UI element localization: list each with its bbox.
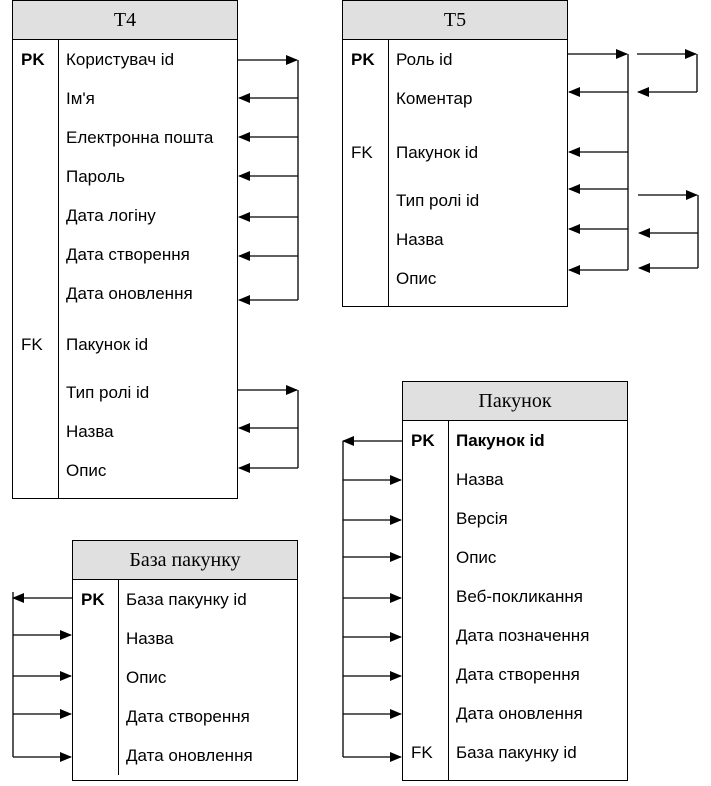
t4-field-title: Назва [66, 422, 114, 441]
t5-field-title: Назва [396, 230, 444, 249]
table-t4-title: T4 [13, 1, 237, 40]
t4-field-updated-date: Дата оновлення [66, 284, 193, 303]
package-field-version: Версія [456, 509, 508, 528]
package-field-updated-date: Дата оновлення [456, 704, 583, 723]
table-package: Пакунок [402, 381, 628, 781]
package-field-created-date: Дата створення [456, 665, 580, 684]
t4-pk-label: PK [21, 50, 45, 69]
package-pk-label: PK [411, 431, 435, 450]
package-field-web-link: Веб-покликання [456, 587, 583, 606]
t4-field-password: Пароль [66, 167, 125, 186]
table-t4: T4 [12, 0, 238, 499]
t4-field-user-id: Користувач id [66, 50, 175, 69]
table-package-title: Пакунок [403, 382, 627, 421]
t4-fk-label: FK [21, 335, 43, 354]
package-base-field-description: Опис [126, 668, 167, 687]
table-t5: T5 [342, 0, 568, 307]
t5-field-package-id: Пакунок id [396, 143, 479, 162]
t5-field-comment: Коментар [396, 89, 473, 108]
table-package-base: База пакунку [72, 540, 298, 781]
t4-field-login-date: Дата логіну [66, 206, 156, 225]
t5-fk-label: FK [351, 143, 373, 162]
t4-field-package-id: Пакунок id [66, 335, 149, 354]
t5-field-description: Опис [396, 269, 437, 288]
package-base-field-title: Назва [126, 629, 174, 648]
t4-field-name: Ім'я [66, 89, 95, 108]
table-t5-title: T5 [343, 1, 567, 40]
table-package-base-key-divider [118, 579, 119, 775]
package-fk-label: FK [411, 743, 433, 762]
package-field-title: Назва [456, 470, 504, 489]
t4-field-role-type-id: Тип ролі id [66, 383, 150, 402]
table-t4-key-divider [58, 39, 59, 498]
package-base-field-created-date: Дата створення [126, 707, 250, 726]
t4-field-email: Електронна пошта [66, 128, 214, 147]
t5-pk-label: PK [351, 50, 375, 69]
t5-field-role-id: Роль id [396, 50, 453, 69]
t4-field-created-date: Дата створення [66, 245, 190, 264]
table-package-key-divider [448, 420, 449, 780]
package-base-field-updated-date: Дата оновлення [126, 746, 253, 765]
package-field-package-id: Пакунок id [456, 431, 545, 450]
package-field-package-base-id: База пакунку id [456, 743, 577, 762]
t5-field-role-type-id: Тип ролі id [396, 191, 480, 210]
package-field-description: Опис [456, 548, 497, 567]
package-base-pk-label: PK [81, 590, 105, 609]
package-field-tag-date: Дата позначення [456, 626, 590, 645]
table-package-base-title: База пакунку [73, 541, 297, 580]
t4-field-description: Опис [66, 461, 107, 480]
table-t5-key-divider [388, 39, 389, 306]
package-base-field-id: База пакунку id [126, 590, 247, 609]
